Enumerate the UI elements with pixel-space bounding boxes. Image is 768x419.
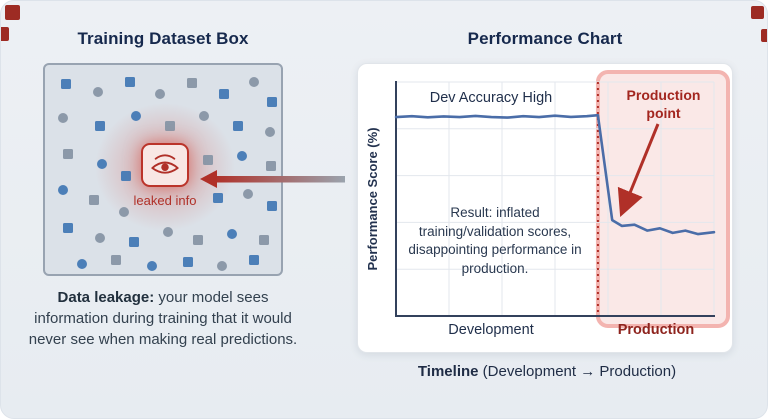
data-dot-circle — [58, 185, 68, 195]
result-annotation: Result: inflated training/validation sco… — [408, 205, 582, 276]
data-dot-square — [63, 149, 73, 159]
timeline-text: (Development → Production) — [478, 363, 677, 380]
data-dot-circle — [155, 89, 165, 99]
timeline-caption: Timeline (Development → Production) — [357, 363, 737, 380]
timeline-bold: Timeline — [417, 363, 479, 380]
performance-line-chart — [394, 70, 730, 328]
data-dot-square — [219, 89, 229, 99]
x-axis-label-production: Production — [617, 322, 695, 338]
corner-mark — [761, 29, 767, 42]
data-dot-square — [213, 193, 223, 203]
data-dot-square — [259, 235, 269, 245]
dataset-scatter-layer — [45, 65, 281, 274]
data-dot-square — [193, 235, 203, 245]
data-dot-square — [183, 257, 193, 267]
data-dot-circle — [227, 229, 237, 239]
data-dot-square — [111, 255, 121, 265]
data-dot-circle — [77, 259, 87, 269]
leaked-info-label: leaked info — [133, 193, 197, 208]
training-dataset-box: leaked info — [43, 63, 283, 276]
data-dot-circle — [131, 111, 141, 121]
performance-chart-title: Performance Chart — [467, 29, 623, 48]
x-axis-label-development: Development — [448, 322, 534, 338]
data-dot-square — [121, 171, 131, 181]
data-dot-circle — [265, 127, 275, 137]
caption-bold: Data leakage: — [57, 289, 155, 306]
caption-text: your model sees information during train… — [28, 289, 298, 348]
data-dot-square — [187, 78, 197, 88]
data-dot-circle — [95, 233, 105, 243]
data-dot-square — [63, 223, 73, 233]
production-point-annotation: Production point — [626, 87, 701, 122]
data-dot-square — [129, 237, 139, 247]
corner-mark — [751, 6, 764, 19]
data-dot-circle — [97, 159, 107, 169]
leak-arrow-icon — [200, 170, 345, 188]
data-dot-circle — [147, 261, 157, 271]
y-axis-label: Performance Score (%) — [365, 127, 380, 271]
data-dot-square — [61, 79, 71, 89]
data-dot-circle — [217, 261, 227, 271]
data-dot-square — [266, 161, 276, 171]
data-leakage-caption: Data leakage: your model sees informatio… — [23, 287, 303, 350]
performance-chart-card: Performance Score (%) Dev Accuracy High … — [357, 63, 733, 353]
corner-mark — [5, 5, 20, 20]
data-dot-circle — [58, 113, 68, 123]
data-dot-square — [267, 97, 277, 107]
training-dataset-title: Training Dataset Box — [77, 29, 249, 48]
corner-mark — [1, 27, 9, 41]
data-dot-square — [267, 201, 277, 211]
data-dot-circle — [93, 87, 103, 97]
data-dot-circle — [249, 77, 259, 87]
dev-accuracy-annotation: Dev Accuracy High — [429, 90, 553, 106]
data-dot-square — [203, 155, 213, 165]
data-dot-circle — [199, 111, 209, 121]
data-dot-square — [125, 77, 135, 87]
data-dot-circle — [243, 189, 253, 199]
leaked-info-badge — [141, 143, 189, 187]
data-dot-circle — [119, 207, 129, 217]
data-dot-circle — [163, 227, 173, 237]
spy-eye-icon — [151, 153, 179, 174]
data-dot-circle — [237, 151, 247, 161]
data-dot-square — [95, 121, 105, 131]
data-dot-square — [89, 195, 99, 205]
data-dot-square — [233, 121, 243, 131]
data-dot-square — [165, 121, 175, 131]
data-dot-square — [249, 255, 259, 265]
